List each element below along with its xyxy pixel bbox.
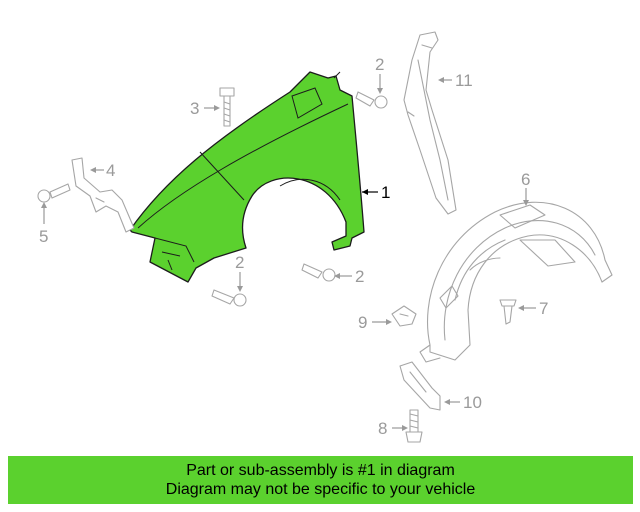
callout-10: 10 — [463, 393, 482, 412]
banner-line-disclaimer: Diagram may not be specific to your vehi… — [165, 481, 476, 498]
callout-3: 3 — [190, 99, 199, 118]
bracket-part-10 — [399, 361, 441, 411]
parts-diagram: 1 2 2 2 3 4 5 6 7 8 9 10 11 — [37, 31, 613, 443]
bolt-part-2-lower-left — [211, 289, 247, 307]
callout-8: 8 — [378, 419, 387, 438]
inner-bracket — [403, 31, 457, 215]
callout-5: 5 — [39, 227, 48, 246]
screw-part-8 — [405, 409, 423, 443]
bolt-part-2-upper — [355, 91, 388, 109]
callout-6: 6 — [521, 170, 530, 189]
callout-2-middle: 2 — [355, 267, 364, 286]
callout-4: 4 — [106, 161, 115, 180]
bracket-part-4 — [71, 157, 135, 233]
callout-7: 7 — [539, 299, 548, 318]
clip-part-7 — [499, 299, 517, 325]
callout-leaders — [41, 74, 536, 431]
banner-line-part-number: Part or sub-assembly is #1 in diagram — [186, 462, 455, 479]
front-fender — [129, 71, 365, 283]
callout-11: 11 — [455, 71, 473, 90]
fender-liner — [419, 201, 613, 363]
info-banner: Part or sub-assembly is #1 in diagram Di… — [8, 456, 633, 504]
callout-2-upper: 2 — [375, 55, 384, 74]
callout-2-lower-left: 2 — [235, 253, 244, 272]
bolt-part-2-middle — [301, 263, 336, 282]
bolt-part-5 — [37, 183, 71, 203]
clip-part-9 — [391, 305, 417, 327]
callout-1: 1 — [381, 183, 390, 202]
bolt-part-3 — [219, 87, 235, 127]
callout-9: 9 — [358, 313, 367, 332]
